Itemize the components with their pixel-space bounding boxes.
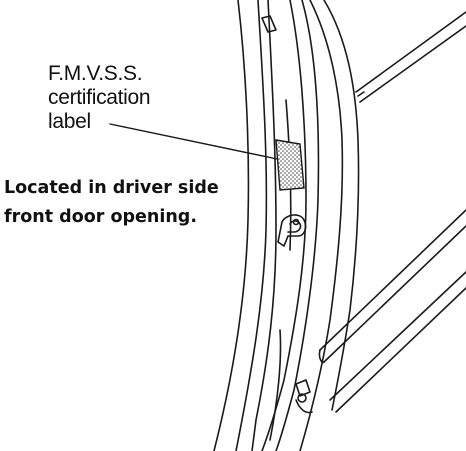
roof-rail-lower-2 [357, 91, 365, 97]
note-line-2: front door opening. [4, 207, 197, 227]
note-line-1: Located in driver side [4, 178, 219, 198]
lower-bracket [295, 399, 313, 414]
sill-line-1 [319, 209, 466, 351]
pillar-right-edge-1 [261, 0, 307, 451]
door-frame-outer [299, 0, 344, 451]
roof-rail-upper [355, 11, 466, 93]
certification-label-patch [275, 139, 305, 191]
door-frame-inner [323, 0, 360, 411]
callout-line-2: certification [48, 86, 151, 109]
pillar-right-edge-2 [275, 0, 320, 451]
pillar-inner-edge [235, 0, 268, 451]
roof-rail-lower [359, 25, 466, 103]
pillar-detail-2 [269, 329, 282, 441]
sill-line-2 [323, 225, 466, 363]
sill-corner [318, 349, 325, 364]
leader-line [109, 123, 283, 161]
pillar-inner-edge-2 [251, 0, 277, 451]
callout-line-1: F.M.V.S.S. [48, 62, 143, 85]
sill-line-3 [329, 271, 466, 401]
pillar-outer-edge [213, 0, 250, 451]
sill-line-4 [335, 287, 466, 413]
callout-line-3: label [48, 110, 91, 133]
certification-label-callout: F.M.V.S.S. certification label [48, 62, 218, 134]
latch-striker-icon [277, 214, 307, 247]
pillar-top-notch [261, 15, 277, 33]
location-note: Located in driver side front door openin… [4, 174, 244, 232]
hinge-bolt-icon [295, 379, 311, 403]
